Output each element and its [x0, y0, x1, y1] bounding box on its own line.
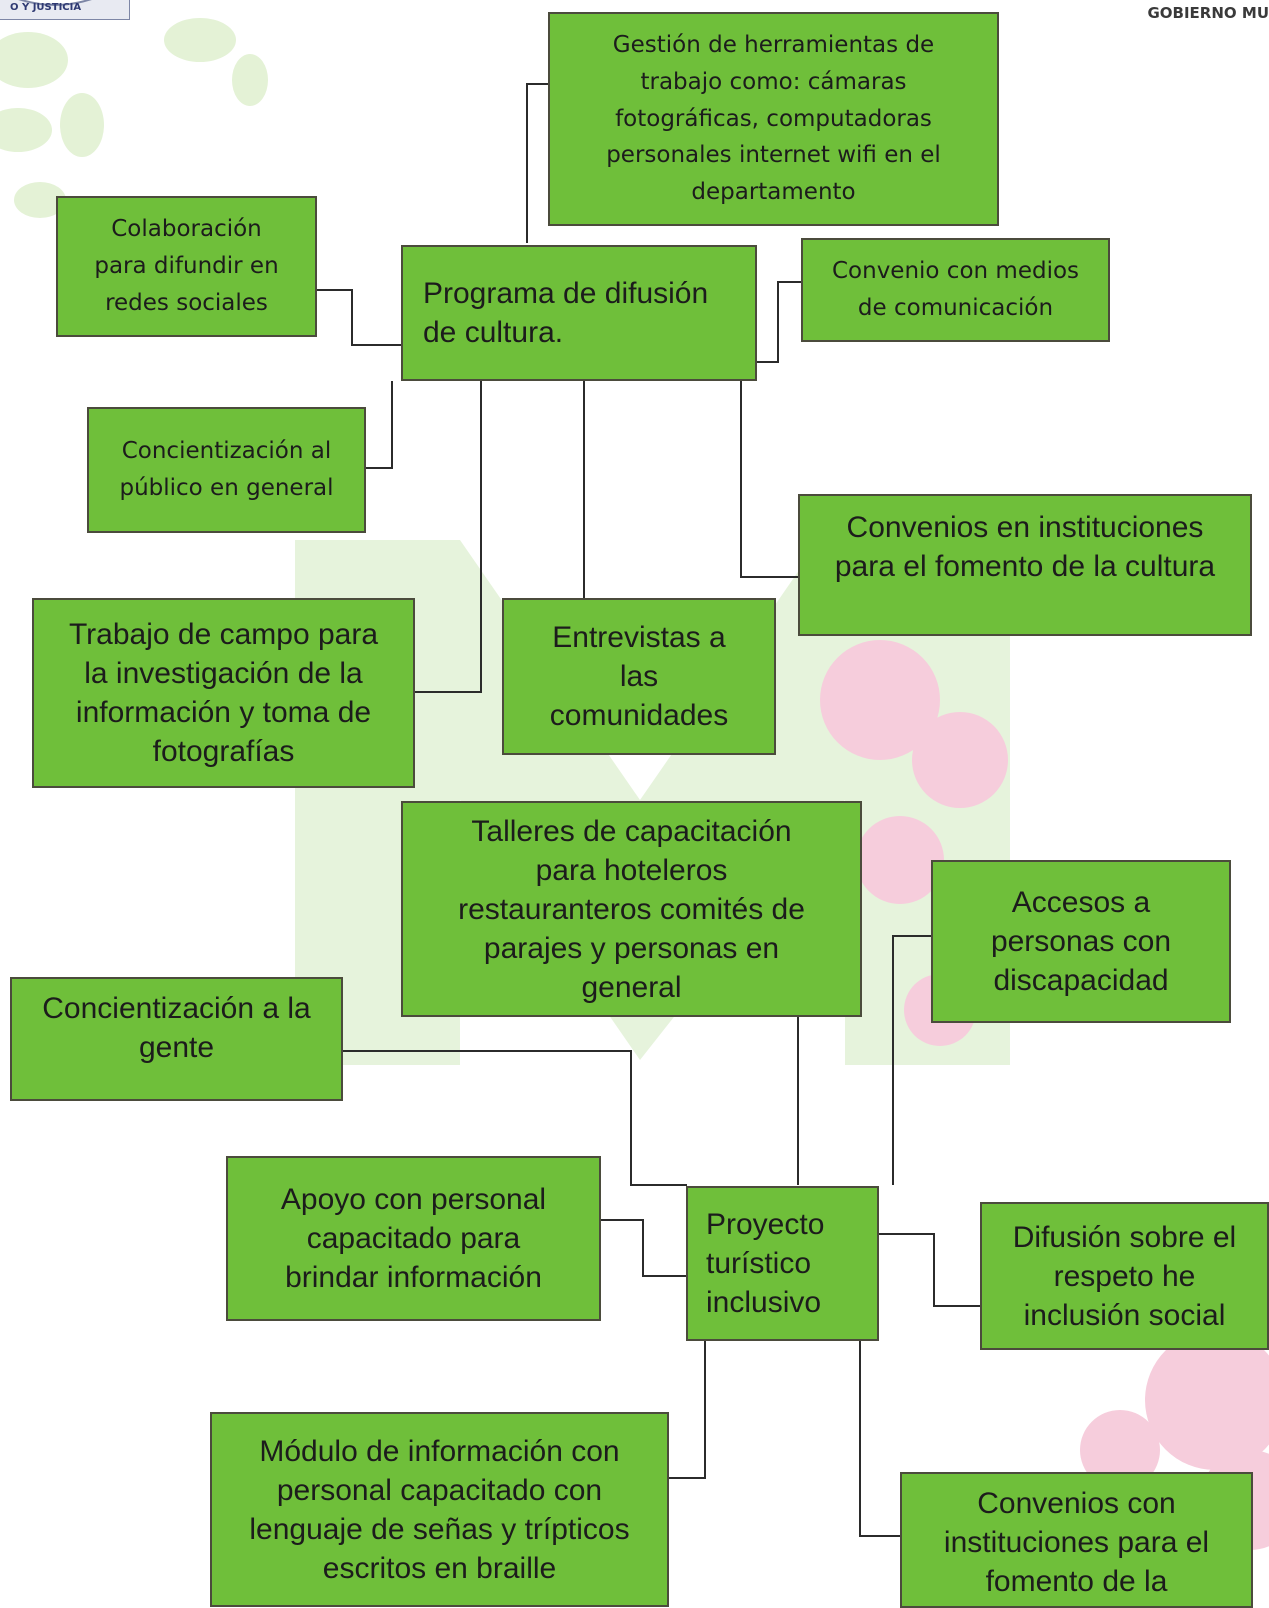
connector-accesos — [892, 935, 932, 1185]
node-programa-difusion: Programa de difusión de cultura. — [401, 245, 757, 381]
node-concientizacion-gente: Concientización a la gente — [10, 977, 343, 1101]
svg-text:O Y JUSTICIA: O Y JUSTICIA — [10, 2, 81, 13]
node-difusion-respeto: Difusión sobre el respeto he inclusión s… — [980, 1202, 1269, 1350]
node-modulo-informacion: Módulo de información con personal capac… — [210, 1412, 669, 1607]
node-convenio-medios: Convenio con medios de comunicación — [801, 238, 1110, 342]
node-convenios-instituciones: Convenios en instituciones para el fomen… — [798, 494, 1252, 636]
node-talleres-capacitacion: Talleres de capacitación para hoteleros … — [401, 801, 862, 1017]
connector-convenio-medios — [756, 281, 802, 363]
node-entrevistas: Entrevistas a las comunidades — [502, 598, 776, 755]
node-convenios-fomento: Convenios con instituciones para el fome… — [900, 1472, 1253, 1608]
connector-concientizacion-gente — [343, 1050, 687, 1186]
connector-convenios-instituciones — [740, 381, 799, 578]
node-proyecto-turistico: Proyecto turístico inclusivo — [686, 1186, 879, 1341]
node-trabajo-campo: Trabajo de campo para la investigación d… — [32, 598, 415, 788]
connector-concientizacion-publico — [366, 381, 393, 469]
connector-apoyo — [600, 1219, 687, 1277]
node-gestion-herramientas: Gestión de herramientas de trabajo como:… — [548, 12, 999, 226]
connector-convenios-fomento — [859, 1339, 901, 1537]
connector-gestion — [526, 83, 549, 243]
node-colaboracion-redes: Colaboración para difundir en redes soci… — [56, 196, 317, 337]
connector-difusion-respeto — [878, 1233, 981, 1307]
header-title: GOBIERNO MU — [1147, 4, 1269, 22]
node-accesos-discapacidad: Accesos a personas con discapacidad — [931, 860, 1231, 1023]
connector-trabajo-campo — [415, 381, 482, 693]
node-apoyo-personal: Apoyo con personal capacitado para brind… — [226, 1156, 601, 1321]
leaf-decoration — [0, 18, 268, 218]
node-concientizacion-publico: Concientización al público en general — [87, 407, 366, 533]
connector-modulo — [668, 1339, 706, 1479]
seal-logo: O Y JUSTICIA — [0, 0, 130, 20]
connector-colaboracion — [317, 289, 402, 346]
